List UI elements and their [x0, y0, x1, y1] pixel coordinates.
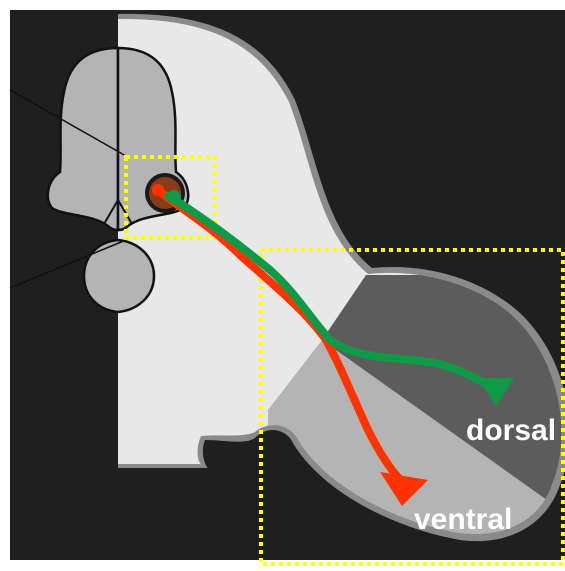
lower-structure — [84, 240, 154, 312]
ventral-label: ventral — [414, 505, 512, 535]
dorsal-label: dorsal — [466, 416, 556, 446]
ventral-origin-dot — [152, 184, 164, 196]
dorsal-origin-dot — [167, 190, 181, 204]
